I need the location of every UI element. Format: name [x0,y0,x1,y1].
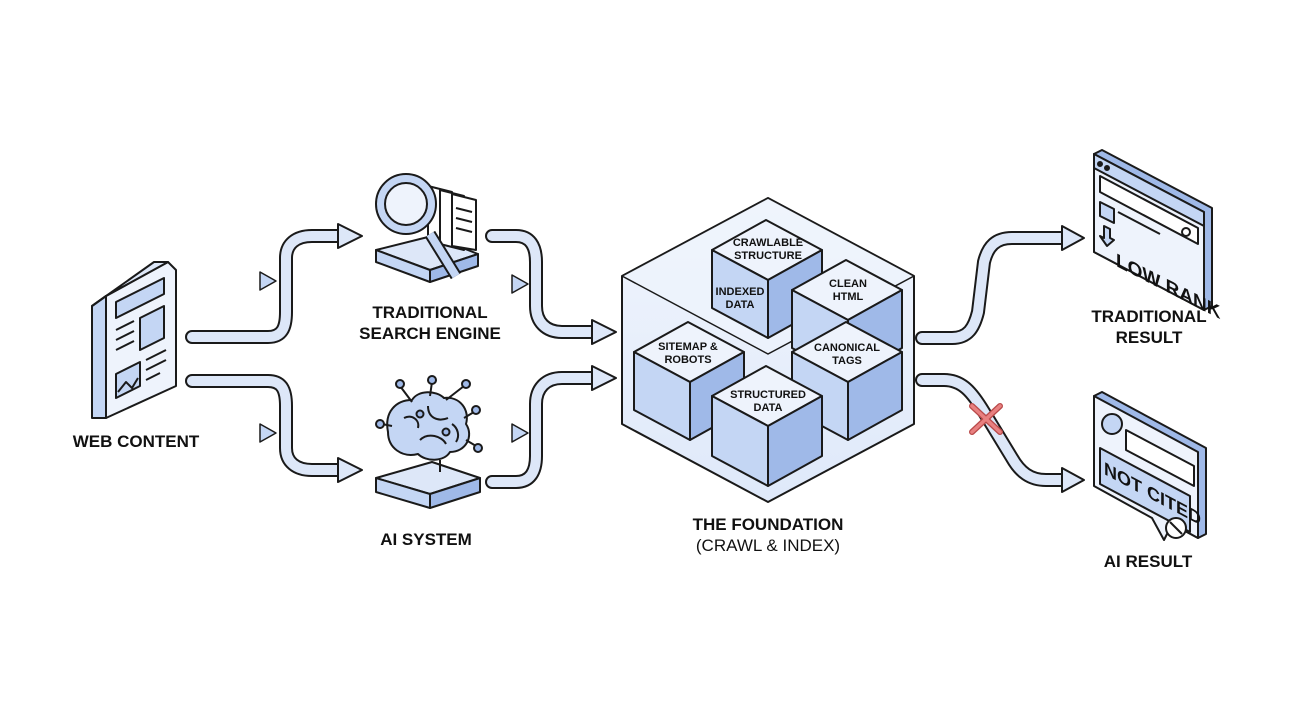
ai-result-label: AI RESULT [1078,551,1218,572]
ai-result-label-text: AI RESULT [1103,552,1193,571]
document-icon [91,261,177,419]
search-engine-label-line1: TRADITIONAL [372,303,488,322]
search-engine-label-line2: SEARCH ENGINE [359,324,501,343]
cube-3-line1: SITEMAP & [658,341,718,353]
cube-4-line2: TAGS [832,355,862,367]
web-content-label-text: WEB CONTENT [72,432,200,451]
cube-5-line1: STRUCTURED [730,389,806,401]
cube-2-line1: CLEAN [829,278,867,290]
cube-4-line1: CANONICAL [814,342,880,354]
traditional-result-label: TRADITIONAL RESULT [1074,306,1224,348]
cube-2-line2: HTML [832,291,864,303]
foundation-subtitle: (CRAWL & INDEX) [695,536,841,555]
ai-system-label-text: AI SYSTEM [380,530,472,549]
cube-1-line1: INDEXED [715,286,765,298]
web-content-label: WEB CONTENT [66,431,206,452]
traditional-result-label-line1: TRADITIONAL [1091,307,1207,326]
cube-label-sitemap: SITEMAP & ROBOTS [646,341,730,367]
arrow-ai-to-foundation [485,365,617,489]
cube-3-line2: ROBOTS [664,354,712,366]
arrow-foundation-to-ai-result [915,373,1085,493]
chat-bubble-icon [1093,391,1207,541]
x-mark-icon [969,403,1003,435]
cube-5-line2: DATA [753,402,783,414]
arrow-web-to-ai [185,374,363,483]
cube-clean-html [791,259,903,379]
cube-label-canonical: CANONICAL TAGS [804,342,890,368]
traditional-result-label-line2: RESULT [1115,328,1183,347]
brain-network-icon [375,375,483,509]
cube-1-line2: DATA [725,299,755,311]
cube-cluster-icon [621,197,915,503]
cube-label-clean-html: CLEAN HTML [808,278,888,304]
search-engine-label: TRADITIONAL SEARCH ENGINE [350,302,510,344]
cube-label-structured: STRUCTURED DATA [722,389,814,415]
cube-0-line1: CRAWLABLE [732,237,804,249]
foundation-title: THE FOUNDATION [692,515,844,534]
cube-structured-data [711,365,823,487]
arrow-search-to-foundation [485,229,617,345]
foundation-label: THE FOUNDATION (CRAWL & INDEX) [668,514,868,556]
arrow-web-to-search [185,223,363,344]
search-results-screen-icon [1093,149,1213,311]
cube-label-crawlable: CRAWLABLE STRUCTURE [720,237,816,263]
ai-system-label: AI SYSTEM [356,529,496,550]
cube-label-indexed: INDEXED DATA [706,286,774,312]
arrow-foundation-to-traditional-result [915,225,1085,345]
magnifier-documents-icon [375,173,479,283]
cube-0-line2: STRUCTURE [734,250,802,262]
